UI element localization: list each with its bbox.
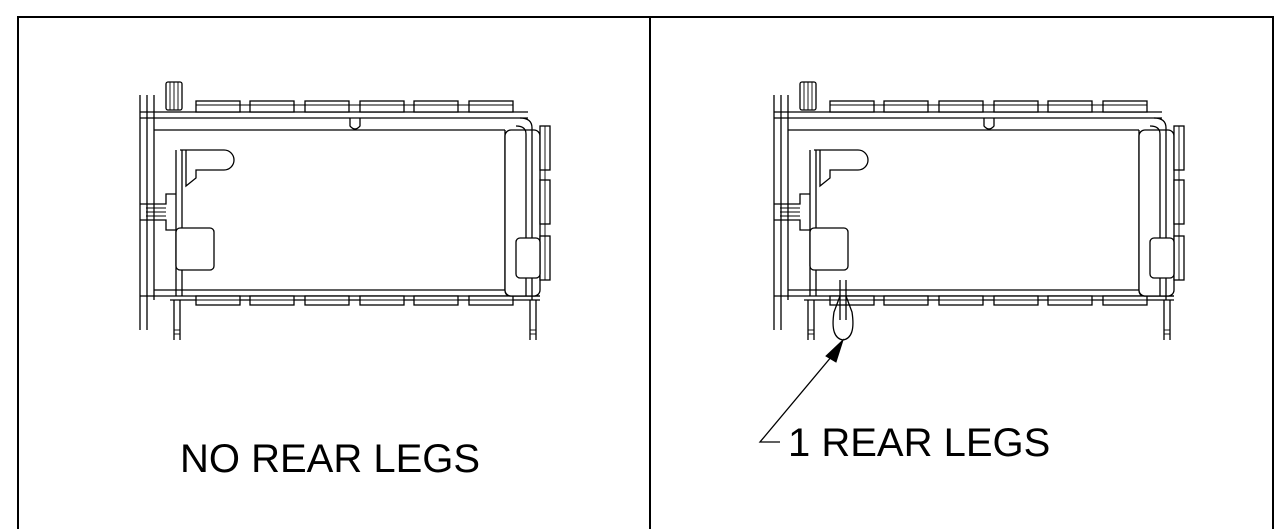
outer-frame bbox=[17, 16, 1274, 529]
rear-leg bbox=[832, 280, 854, 341]
cabinet-drawing-one-leg bbox=[773, 81, 1185, 341]
cabinet-drawing-no-legs bbox=[139, 81, 551, 341]
caption-one-rear-leg: 1 REAR LEGS bbox=[788, 421, 1050, 465]
callout-arrow bbox=[758, 338, 845, 443]
panel-one-rear-leg: 1 REAR LEGS bbox=[758, 81, 1185, 465]
caption-no-rear-legs: NO REAR LEGS bbox=[180, 437, 480, 481]
panel-no-rear-legs: NO REAR LEGS bbox=[139, 81, 551, 481]
arrowhead bbox=[825, 338, 845, 363]
